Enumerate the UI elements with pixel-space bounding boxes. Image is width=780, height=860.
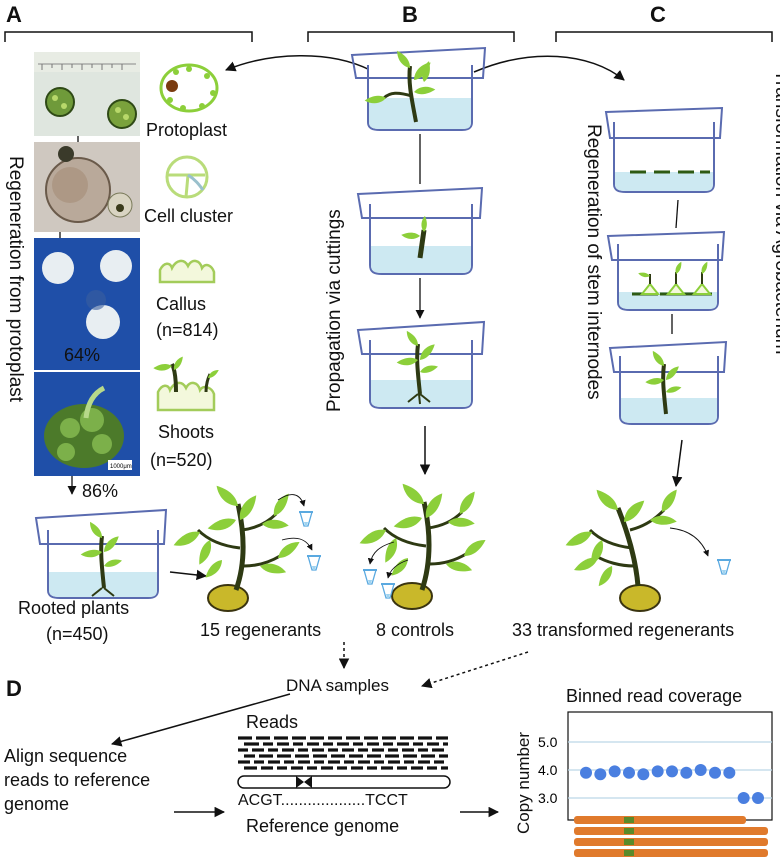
arrow-a-rooted <box>169 569 208 581</box>
chromosome-bar <box>574 827 768 835</box>
chart-point <box>580 766 592 779</box>
label-propagation-cuttings: Propagation via cuttings <box>324 209 345 412</box>
label-align-line1: Align sequence <box>4 746 128 766</box>
container-b-rooted <box>356 320 486 409</box>
bracket-c <box>555 31 773 42</box>
label-regeneration-protoplast: Regeneration from protoplast <box>5 156 26 403</box>
callus-icon <box>158 259 216 284</box>
panel-label-d: D <box>6 676 22 701</box>
chromosome-bar <box>574 816 746 824</box>
panel-label-c: C <box>650 2 666 27</box>
plant-transformed <box>565 485 683 612</box>
photo-protoplast <box>34 52 140 136</box>
chart-point <box>723 766 736 779</box>
chart-ytick-label: 4.0 <box>538 762 558 778</box>
label-rooted-n: (n=450) <box>46 624 109 644</box>
chart-ylabel: Copy number <box>514 731 533 834</box>
label-reference-genome: Reference genome <box>246 816 400 836</box>
connector-c1 <box>675 199 679 229</box>
chart-point <box>737 792 750 804</box>
chart-point <box>752 792 764 804</box>
plant-controls <box>359 479 488 610</box>
reference-chromosome <box>237 775 451 789</box>
chart-ytick-label: 3.0 <box>538 790 558 806</box>
label-dna-samples: DNA samples <box>286 676 389 695</box>
label-86-pct: 86% <box>82 481 119 501</box>
arrow-c3 <box>672 439 683 488</box>
chromosome-centromere <box>624 850 634 856</box>
chart-point <box>651 765 664 778</box>
container-c-shoots <box>606 230 726 311</box>
arrow-transformed-to-dna <box>421 651 529 689</box>
container-b-cutting <box>356 186 484 275</box>
container-b-source <box>350 46 487 131</box>
label-rooted-plants: Rooted plants <box>18 598 130 618</box>
panel-label-a: A <box>6 2 22 27</box>
chromosome-centromere <box>624 817 634 823</box>
panel-a-connectors <box>59 136 79 495</box>
chart-point <box>608 765 621 778</box>
cell-cluster-icon <box>165 155 209 199</box>
chart-point <box>666 765 678 778</box>
chart-point <box>680 766 693 779</box>
chromosome-bar <box>574 849 768 857</box>
scale-bar-label: 1000μm <box>110 464 132 470</box>
chart-point <box>694 764 707 776</box>
chart-point <box>709 766 721 779</box>
label-callus-n: (n=814) <box>156 320 219 340</box>
label-64-pct: 64% <box>64 345 101 365</box>
reads-pileup <box>238 736 448 770</box>
tubes <box>277 494 732 599</box>
chart-point <box>637 768 650 781</box>
photo-shoots: 1000μm <box>34 372 140 476</box>
chromosome-bars <box>574 816 768 857</box>
container-c-internodes <box>604 106 724 193</box>
photo-callus <box>34 238 140 370</box>
label-shoots: Shoots <box>158 422 215 442</box>
label-regeneration-internodes: Regeneration of stem internodes <box>583 124 604 400</box>
label-cell-cluster: Cell cluster <box>144 206 234 226</box>
arrow-dna-to-align <box>110 693 291 747</box>
chart-title: Binned read coverage <box>566 686 743 706</box>
label-callus: Callus <box>156 294 207 314</box>
plant-regenerants <box>173 481 302 612</box>
chromosome-centromere <box>624 839 634 845</box>
label-align-line3: genome <box>4 794 70 814</box>
label-15-regenerants: 15 regenerants <box>200 620 322 640</box>
chart-ytick-label: 5.0 <box>538 734 558 750</box>
container-a-rooted <box>34 508 168 599</box>
arrow-b-to-a <box>225 55 371 72</box>
chromosome-bar <box>574 838 768 846</box>
label-transformation-agrobacterium: Transformation via Agrobacterium <box>771 70 780 355</box>
bracket-b <box>307 31 515 42</box>
label-reads: Reads <box>246 712 299 732</box>
label-align-line2: reads to reference <box>4 770 151 790</box>
label-protoplast: Protoplast <box>146 120 228 140</box>
chart-point <box>594 768 607 781</box>
container-c-plant <box>608 340 728 425</box>
label-8-controls: 8 controls <box>376 620 455 640</box>
label-sequence: ACGT...................TCCT <box>238 792 408 809</box>
label-shoots-n: (n=520) <box>150 450 213 470</box>
coverage-chart: 3.0 4.0 5.0 <box>538 711 773 821</box>
chromosome-centromere <box>624 828 634 834</box>
protoplast-icon <box>159 63 219 113</box>
photo-cell-cluster <box>34 142 140 232</box>
shoots-icon <box>153 356 220 412</box>
chart-point <box>623 766 635 779</box>
bracket-a <box>4 31 253 42</box>
panel-label-b: B <box>402 2 418 27</box>
label-33-transformed: 33 transformed regenerants <box>512 620 735 640</box>
arrow-b-to-c <box>473 55 625 81</box>
